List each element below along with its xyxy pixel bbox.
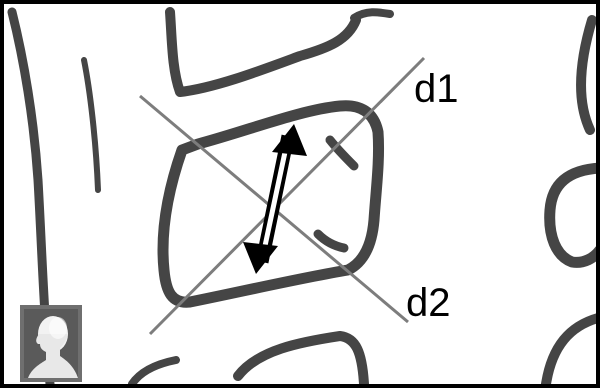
right-lower-outline [541,313,600,388]
diagonal-d1-line [148,56,426,336]
measurement-arrow [243,124,307,274]
neck-shoulders-shape [28,334,78,378]
upper-vertebra-outline [165,7,361,97]
arrow-shaft-inner [259,137,291,261]
central-vertebra-outline [157,100,385,308]
left-inner-outline [81,57,101,193]
arrow-head-top [272,124,307,156]
arrow-head-bottom [243,242,278,274]
bone-outlines [7,7,600,388]
upper-vertebra-tip [350,8,394,22]
right-upper-outline [576,15,597,135]
right-middle-outline [544,162,600,268]
lower-left-outline [128,356,180,388]
upper-endplate-notch [325,135,359,171]
d2-label: d2 [406,281,451,325]
lower-vertebra-outline [233,331,369,388]
head-profile-icon [20,305,82,382]
lower-endplate-notch [313,229,349,253]
d1-label: d1 [414,67,459,111]
